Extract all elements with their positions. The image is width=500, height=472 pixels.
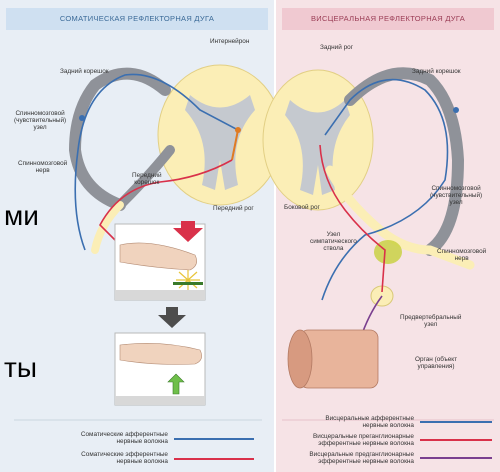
visceral-legend-preganglionic-swatch [420,439,492,441]
label-somatic-dorsal-root: Задний корешок [60,68,109,75]
label-somatic-spinal-ganglion: Спинномозговой (чувствительный) узел [14,110,66,131]
overlay-word-2: ты [4,352,37,384]
somatic-ganglion-cell [79,115,85,121]
organ-tube [288,330,378,388]
label-effector-organ: Орган (объект управления) [415,356,457,370]
somatic-legend-efferent-text: Соматические эфферентные нервные волокна [30,451,168,465]
somatic-legend-efferent-swatch [174,458,254,460]
label-lateral-horn: Боковой рог [284,204,320,211]
label-anterior-horn: Передний рог [213,205,254,212]
down-arrow-icon [158,307,186,328]
label-sympathetic-ganglion: Узел симпатического ствола [310,231,357,252]
visceral-legend-postganglionic-swatch [420,457,492,459]
finger-response-picture [115,333,205,405]
interneuron-cell [235,127,241,133]
label-visceral-dorsal-root: Задний корешок [412,68,461,75]
somatic-legend-afferent-swatch [174,438,254,440]
label-ventral-root: Передний корешок [132,172,162,186]
visceral-legend-afferent-text: Висцеральные афферентные нервные волокна [282,415,414,429]
visceral-legend-afferent-swatch [420,421,492,423]
finger-stimulus-picture [115,221,205,300]
visceral-legend-preganglionic-text: Висцеральные преганглионарные эфферентны… [282,433,414,447]
label-somatic-spinal-nerve: Спинномозговой нерв [18,160,67,174]
visceral-legend-postganglionic-text: Висцеральные предганглионарные эфферентн… [282,451,414,465]
label-interneuron: Интернейрон [210,38,249,45]
label-visceral-spinal-nerve: Спинномозговой нерв [437,248,486,262]
label-visceral-spinal-ganglion: Спинномозговой (чувствительный) узел [430,185,482,206]
somatic-legend-afferent-text: Соматические афферентные нервные волокна [30,431,168,445]
label-prevertebral-ganglion: Предвертебральный узел [400,314,461,328]
label-posterior-horn: Задний рог [320,44,353,51]
overlay-word-1: ми [4,200,39,232]
visceral-ganglion-cell [453,107,459,113]
